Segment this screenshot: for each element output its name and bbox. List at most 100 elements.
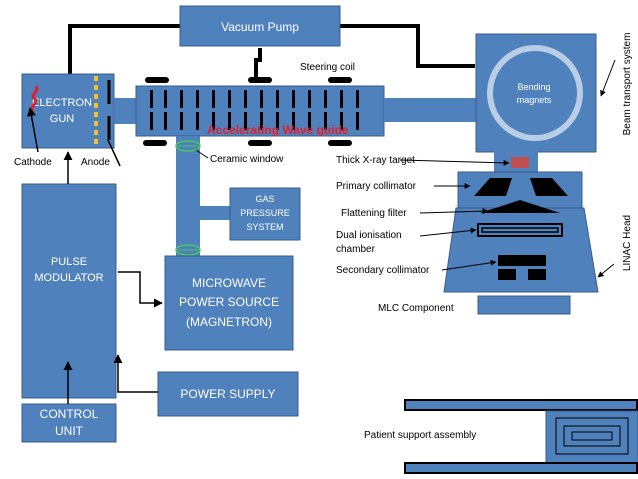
waveguide-cavity-top-7 xyxy=(244,90,247,108)
vacuum-pump-label: Vacuum Pump xyxy=(221,20,299,34)
ceramic-window-label: Ceramic window xyxy=(210,154,284,165)
vacuum-line-middle xyxy=(254,48,262,82)
waveguide-cavity-top-12 xyxy=(324,90,327,108)
gas-pressure-box xyxy=(229,187,301,241)
waveguide-cavity-top-8 xyxy=(260,90,263,108)
secondary-collimator-left xyxy=(498,269,516,280)
waveguide-cavity-top-14 xyxy=(356,90,359,108)
gun-waveguide-connector xyxy=(114,98,136,124)
gas-pressure-label-3: SYSTEM xyxy=(246,222,283,232)
arrow-cathode xyxy=(27,107,39,153)
couch-top-fill xyxy=(406,401,636,409)
pulse-modulator-label-2: MODULATOR xyxy=(34,272,103,284)
secondary-collimator-label: Secondary collimator xyxy=(336,265,430,276)
linac-head-body xyxy=(443,207,599,293)
microwave-label-2: POWER SOURCE xyxy=(179,295,279,309)
primary-collimator-label: Primary collimator xyxy=(336,181,417,192)
ionisation-chamber-label-2: chamber xyxy=(336,244,376,255)
cathode-label: Cathode xyxy=(14,157,52,168)
primary-collimator-left xyxy=(474,178,512,196)
waveguide-cavity-top-13 xyxy=(340,90,343,108)
anode-leader xyxy=(107,139,121,167)
waveguide-cavity-bottom-12 xyxy=(324,112,327,130)
ionisation-chamber-label-1: Dual ionisation xyxy=(336,230,402,241)
waveguide-cavity-top-11 xyxy=(308,90,311,108)
gas-connector xyxy=(200,206,230,220)
anode-label: Anode xyxy=(81,157,110,168)
secondary-collimator-arrow xyxy=(441,259,497,271)
ceramic-window-top xyxy=(175,140,201,152)
waveguide-cavity-top-9 xyxy=(276,90,279,108)
waveguide-cavities xyxy=(150,90,359,130)
power-supply-label: POWER SUPPLY xyxy=(180,387,275,401)
waveguide-cavity-bottom-10 xyxy=(292,112,295,130)
waveguide-cavity-bottom-3 xyxy=(180,112,183,130)
microwave-source-box xyxy=(164,255,294,351)
flattening-filter xyxy=(480,200,560,213)
control-unit-box xyxy=(21,403,117,443)
arrow-power-to-modulator xyxy=(113,354,158,393)
electron-gun-box xyxy=(21,73,115,149)
waveguide-cavity-bottom-13 xyxy=(340,112,343,130)
arrow-modulator-to-microwave xyxy=(118,271,163,308)
ceramic-window-leader xyxy=(195,149,209,159)
patient-support-label: Patient support assembly xyxy=(364,430,476,441)
bending-magnets-label-2: magnets xyxy=(517,95,552,105)
flattening-filter-label: Flattening filter xyxy=(341,208,407,219)
waveguide-cavity-bottom-9 xyxy=(276,112,279,130)
couch-base-frame-middle xyxy=(563,425,621,447)
waveguide-cavity-bottom-6 xyxy=(228,112,231,130)
linac-head-arrow xyxy=(597,263,615,278)
steering-coil-1 xyxy=(145,77,169,83)
vacuum-line-left xyxy=(68,24,180,74)
thick-xray-target-label: Thick X-ray target xyxy=(336,155,415,166)
couch-base-frame-outer xyxy=(555,417,629,455)
steering-coil-6 xyxy=(328,140,352,146)
waveguide-cavity-bottom-2 xyxy=(164,112,167,130)
microwave-label-1: MICROWAVE xyxy=(192,276,266,290)
pulse-modulator-label-1: PULSE xyxy=(51,256,87,268)
waveguide-cavity-top-5 xyxy=(212,90,215,108)
pulse-modulator-box xyxy=(21,183,117,399)
couch-floor-fill xyxy=(406,464,636,472)
mlc-component-label: MLC Component xyxy=(378,303,454,314)
vacuum-lines xyxy=(68,24,475,82)
steering-coil-2 xyxy=(248,77,272,83)
xray-target-arrow xyxy=(399,159,510,166)
linac-head-label: LINAC Head xyxy=(622,215,633,271)
vacuum-pump-box xyxy=(179,5,341,47)
mlc-component-box xyxy=(477,295,571,315)
gas-pressure-label-2: PRESSURE xyxy=(240,208,290,218)
steering-coil-label: Steering coil xyxy=(300,62,355,73)
waveguide-cavity-top-4 xyxy=(196,90,199,108)
waveguide-cavity-top-3 xyxy=(180,90,183,108)
flow-arrows xyxy=(27,107,163,404)
bending-magnet-core xyxy=(493,51,577,135)
xray-target xyxy=(511,157,529,168)
power-supply-box xyxy=(157,371,299,417)
secondary-collimator-right xyxy=(528,269,546,280)
waveguide-cavity-top-1 xyxy=(150,90,153,108)
secondary-collimator-top xyxy=(498,255,546,266)
microwave-label-3: (MAGNETRON) xyxy=(186,315,272,329)
primary-collimator-right xyxy=(530,178,568,196)
steering-coil-5 xyxy=(248,140,272,146)
waveguide-cavity-bottom-7 xyxy=(244,112,247,130)
control-unit-label-1: CONTROL xyxy=(40,407,99,421)
ceramic-window-bottom xyxy=(175,244,201,256)
ionisation-chamber-outer xyxy=(477,223,563,237)
bending-magnets-label-1: Bending xyxy=(517,82,550,92)
couch-base-frame-inner xyxy=(571,431,613,441)
waveguide-cavity-top-6 xyxy=(228,90,231,108)
waveguide-cavity-top-10 xyxy=(292,90,295,108)
ionisation-chamber-inner xyxy=(481,227,559,233)
vacuum-line-right xyxy=(340,24,475,68)
gas-pressure-label-1: GAS xyxy=(255,194,274,204)
ionisation-chamber-arrow xyxy=(419,227,477,237)
waveguide-cavity-top-2 xyxy=(164,90,167,108)
microwave-feed-guide xyxy=(176,136,200,256)
flattening-filter-arrow xyxy=(419,208,489,215)
accelerating-waveguide-label: Accelerating Wave guide xyxy=(207,123,349,137)
